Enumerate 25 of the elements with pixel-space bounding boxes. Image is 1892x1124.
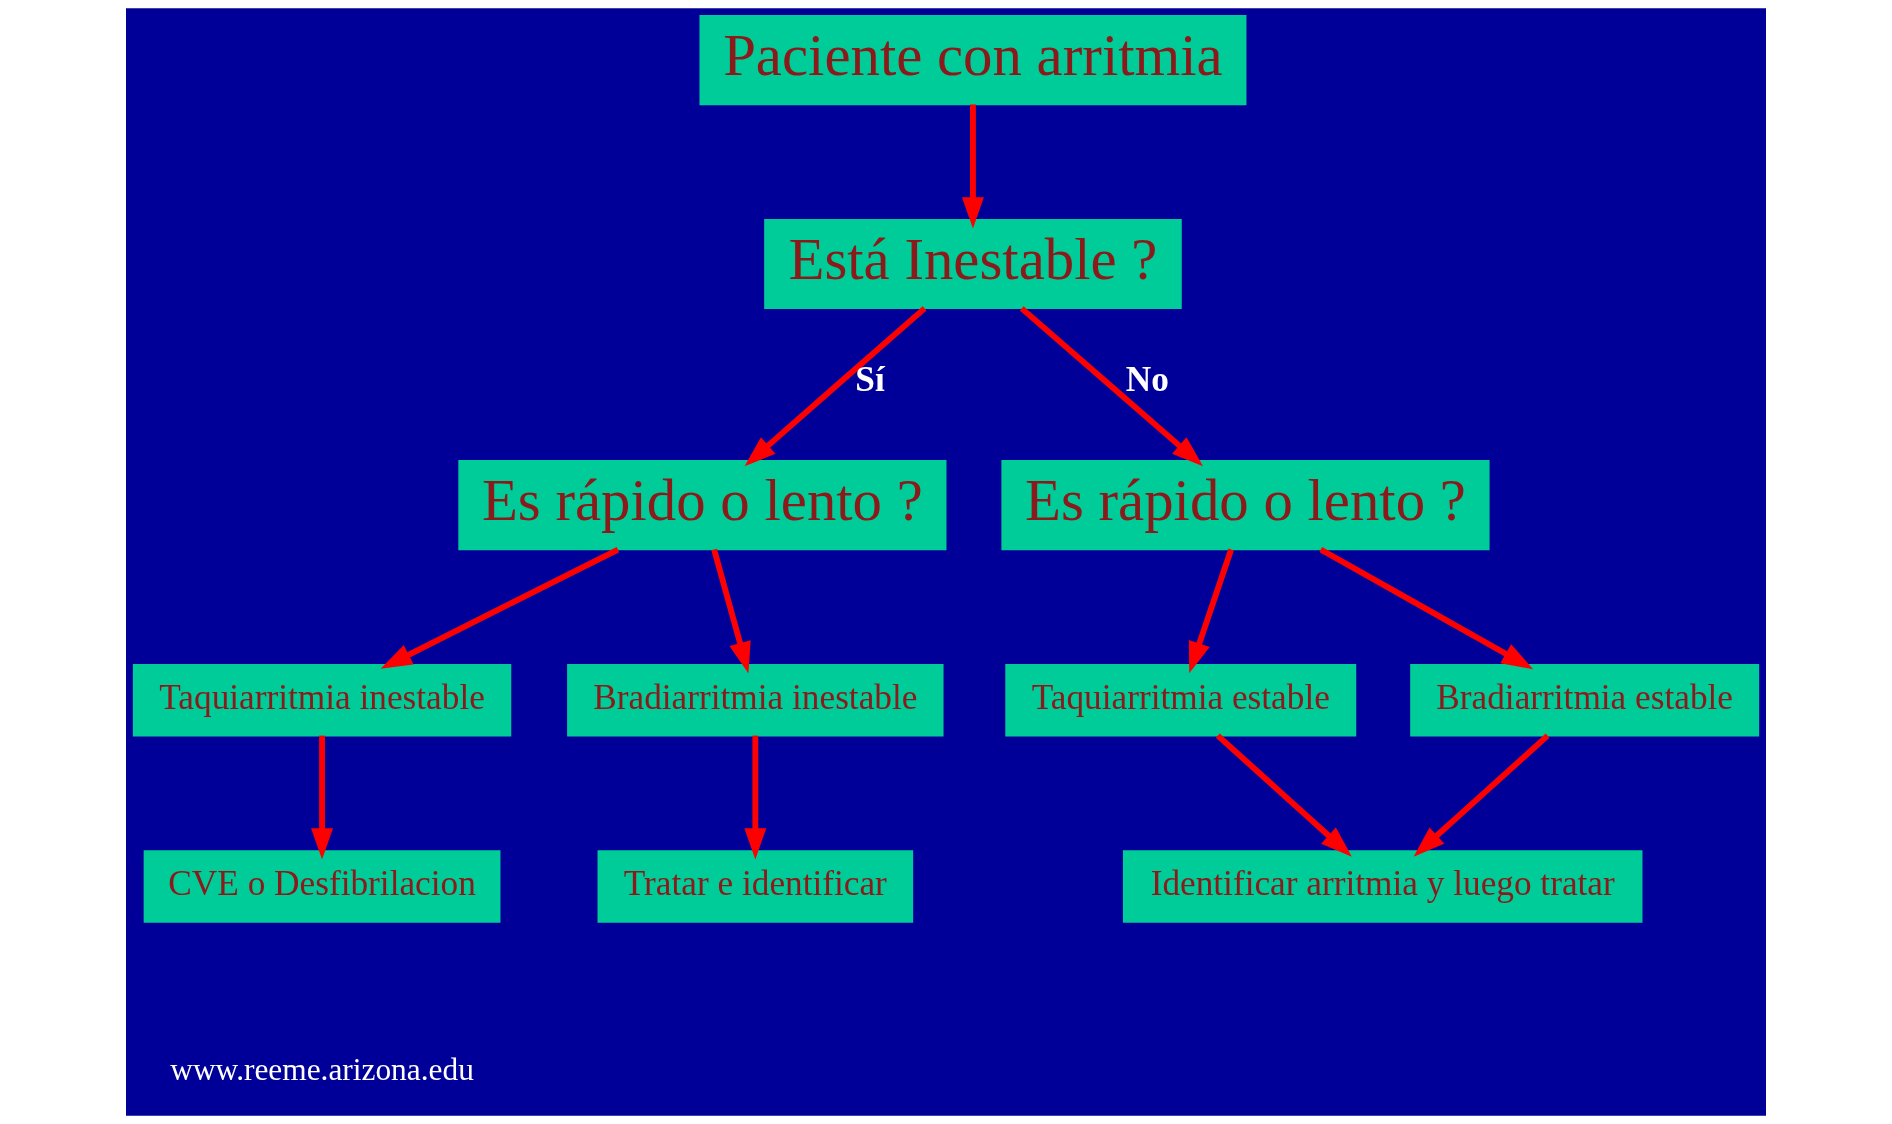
arrow: [744, 306, 927, 467]
node-box: Es rápido o lento ?: [1001, 460, 1490, 551]
arrow: [1188, 548, 1234, 674]
node-box: Bradiarritmia inestable: [567, 663, 944, 737]
node-box: Taquiarritmia inestable: [132, 663, 512, 737]
arrow: [961, 104, 984, 229]
edge-label: No: [1125, 360, 1169, 400]
node-box: Bradiarritmia estable: [1410, 663, 1760, 737]
arrow: [380, 546, 620, 669]
node-box: Identificar arritmia y luego tratar: [1122, 850, 1643, 923]
label: www.reeme.arizona.edu: [170, 1052, 474, 1088]
node-box: Tratar e identificar: [597, 850, 914, 923]
arrow: [711, 548, 751, 674]
node-box: Taquiarritmia estable: [1005, 663, 1357, 737]
node-box: Es rápido o lento ?: [458, 460, 947, 551]
arrow: [1215, 733, 1352, 857]
edge-label: Sí: [855, 360, 885, 400]
arrow: [1019, 306, 1203, 467]
arrow: [1413, 733, 1550, 857]
node-box: Paciente con arritmia: [699, 15, 1247, 106]
node-box: CVE o Desfibrilacion: [143, 850, 501, 923]
arrow: [311, 735, 334, 860]
arrow: [744, 735, 767, 860]
node-box: Está Inestable ?: [764, 218, 1182, 310]
arrow: [1319, 546, 1534, 670]
